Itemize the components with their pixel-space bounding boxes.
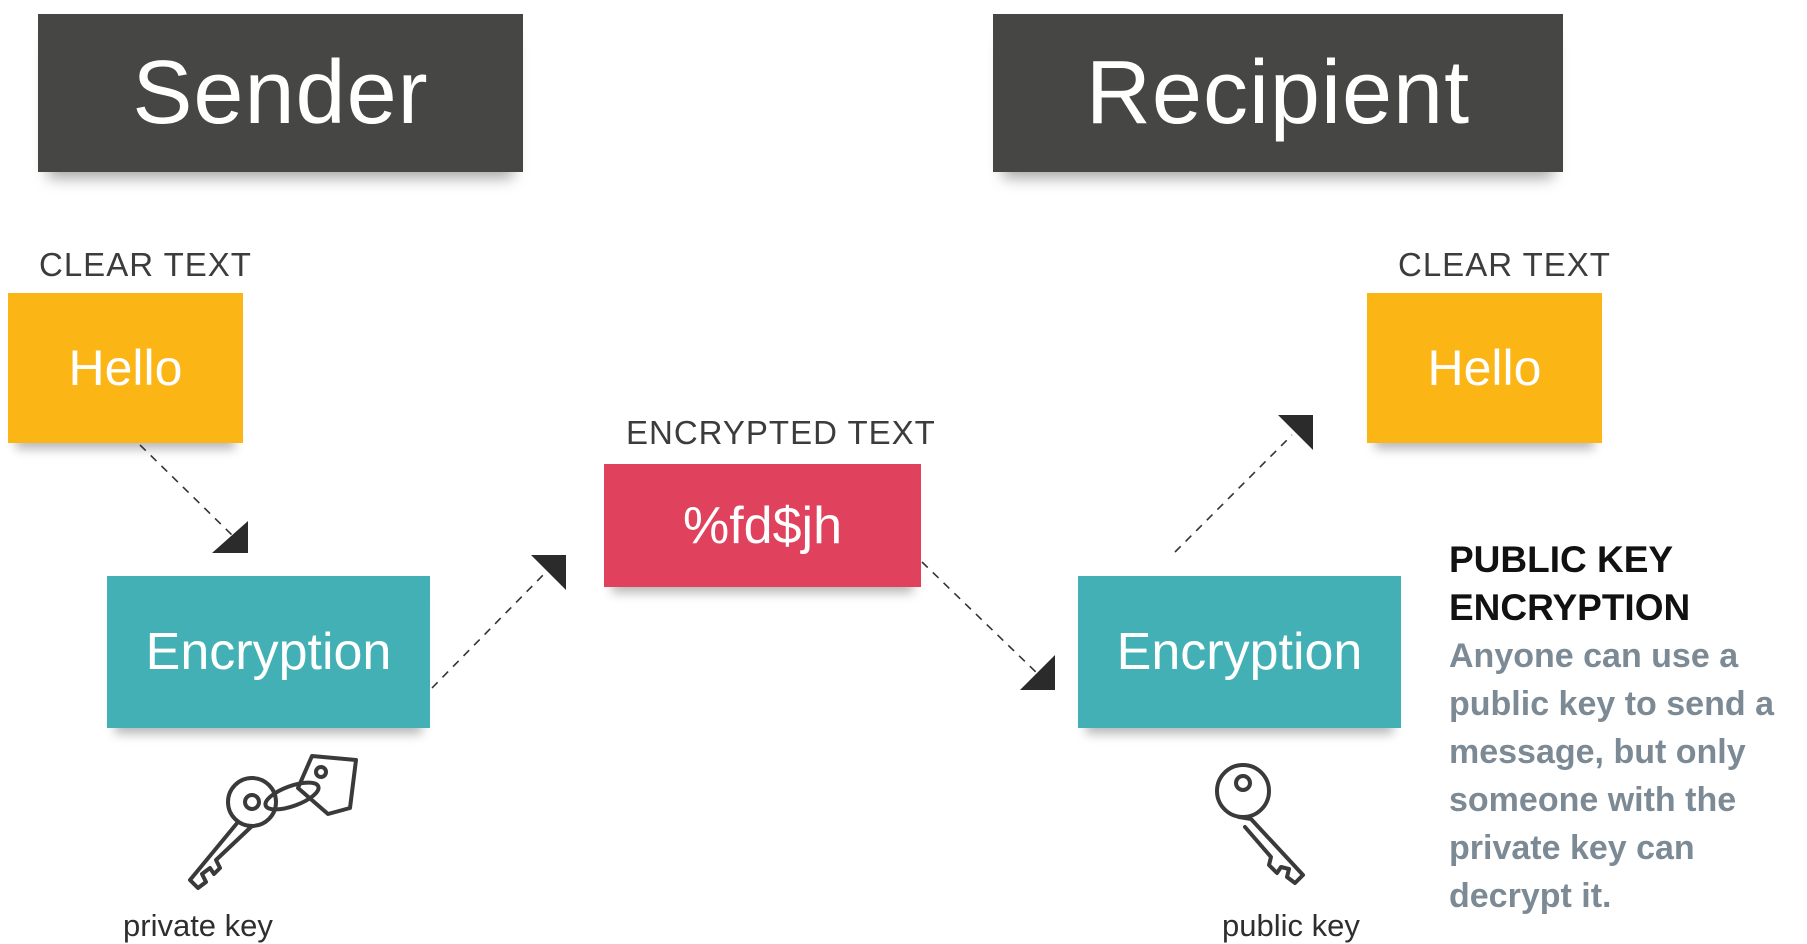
arrow-line-clear-to-sender-encryption — [139, 444, 233, 536]
recipient-encryption-box: Encryption — [1078, 576, 1401, 728]
recipient-encryption-label: Encryption — [1116, 623, 1363, 681]
arrow-line-sender-encryption-to-encrypted — [431, 569, 549, 689]
encrypted-text-box: %fd$jh — [604, 464, 921, 587]
sender-encryption-label: Encryption — [145, 623, 392, 681]
info-title: PUBLIC KEY ENCRYPTION — [1449, 539, 1691, 628]
arrowhead-4 — [1278, 415, 1313, 450]
key-icon — [1215, 763, 1305, 885]
encrypted-text-value: %fd$jh — [683, 496, 842, 555]
public-key-caption: public key — [1222, 908, 1360, 943]
recipient-title: Recipient — [1085, 42, 1471, 143]
recipient-clear-text-box: Hello — [1367, 293, 1602, 443]
arrow-line-encrypted-to-recipient-encryption — [921, 561, 1041, 677]
arrowhead-2 — [531, 555, 566, 590]
recipient-header: Recipient — [993, 14, 1563, 172]
recipient-clear-text-label: CLEAR TEXT — [1398, 246, 1611, 283]
sender-encryption-box: Encryption — [107, 576, 430, 728]
encrypted-text-label: ENCRYPTED TEXT — [626, 414, 936, 451]
sender-clear-text-box: Hello — [8, 293, 243, 443]
sender-header: Sender — [38, 14, 523, 172]
sender-clear-text-value: Hello — [68, 340, 183, 396]
arrow-line-recipient-encryption-to-clear — [1174, 434, 1293, 553]
arrowhead-3 — [1020, 655, 1055, 690]
sender-title: Sender — [132, 42, 429, 143]
recipient-clear-text-value: Hello — [1427, 340, 1542, 396]
private-key-caption: private key — [123, 908, 273, 943]
arrowhead-1 — [212, 521, 248, 553]
info-body: Anyone can use a public key to send a me… — [1449, 637, 1774, 915]
sender-clear-text-label: CLEAR TEXT — [39, 246, 252, 283]
key-with-tag-icon — [188, 754, 358, 890]
